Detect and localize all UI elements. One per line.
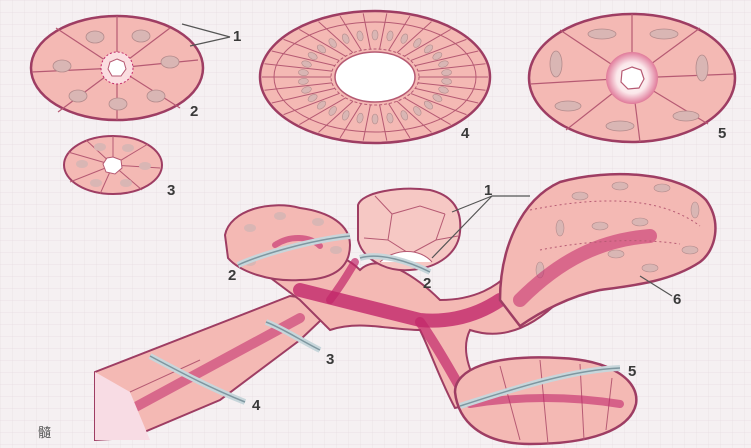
label-1-mid: 1 xyxy=(484,183,492,198)
label-2-left: 2 xyxy=(228,268,236,283)
cross-section-serous-acinus xyxy=(31,16,203,120)
label-5-bottom: 5 xyxy=(628,364,636,379)
label-4-bottom: 4 xyxy=(252,398,260,413)
label-2-mid: 2 xyxy=(423,276,431,291)
corner-label: 髓 xyxy=(38,426,51,439)
label-3-bottom: 3 xyxy=(326,352,334,367)
label-1-top: 1 xyxy=(233,29,241,44)
label-4-top: 4 xyxy=(461,126,469,141)
label-6: 6 xyxy=(673,292,681,307)
label-3-top: 3 xyxy=(167,183,175,198)
label-5-top: 5 xyxy=(718,126,726,141)
cross-section-striated-duct xyxy=(260,11,490,143)
cross-section-intercalated-duct xyxy=(64,136,162,194)
label-2-top: 2 xyxy=(190,104,198,119)
cross-section-excretory-duct xyxy=(529,14,735,142)
